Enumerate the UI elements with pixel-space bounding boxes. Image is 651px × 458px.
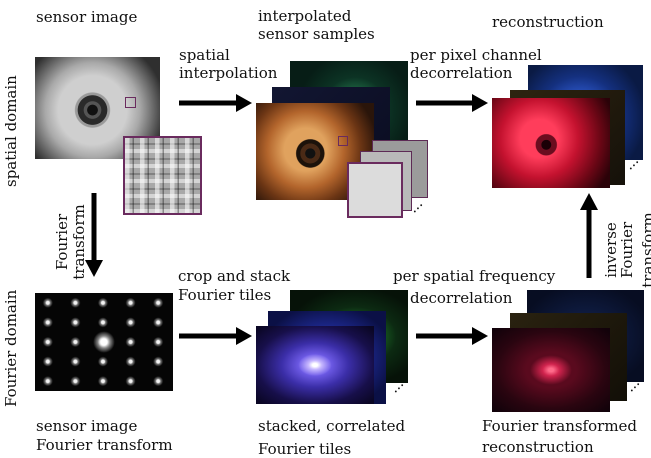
sensor-mosaic-zoom xyxy=(123,136,202,215)
label-stacked-1: stacked, correlated xyxy=(258,417,406,435)
arrowhead-inverse-fourier-transform xyxy=(580,193,598,210)
label-spatial-interp-2: interpolation xyxy=(179,64,278,82)
reconstruction-tile-red xyxy=(492,98,610,188)
label-reconstruction-top: reconstruction xyxy=(492,13,604,31)
label-ft-recon-1: Fourier transformed xyxy=(482,417,638,435)
arrowhead-crop-and-stack xyxy=(236,327,252,345)
label-per-pixel-1: per pixel channel xyxy=(410,46,542,64)
arrowhead-spatial-interpolation xyxy=(236,94,252,112)
arrowhead-fourier-transform xyxy=(85,260,103,277)
label-sensor-fft-1: sensor image xyxy=(36,417,138,435)
interpolated-zoom-tile-1 xyxy=(347,162,403,218)
label-sensor-image-top: sensor image xyxy=(36,8,138,26)
label-per-freq-2: decorrelation xyxy=(410,289,513,307)
arrowhead-per-frequency-decorrelation xyxy=(472,327,488,345)
zoom-marker xyxy=(338,136,348,146)
label-interpolated-2: sensor samples xyxy=(258,25,375,43)
label-stacked-2: Fourier tiles xyxy=(258,440,352,458)
label-per-pixel-2: decorrelation xyxy=(410,64,513,82)
label-interpolated-1: interpolated xyxy=(258,7,352,25)
dc-peak xyxy=(93,331,115,353)
label-sensor-fft-2: Fourier transform xyxy=(36,436,173,454)
label-spatial-interp-1: spatial xyxy=(179,46,230,64)
label-ft-recon-2: reconstruction xyxy=(482,438,594,456)
zoom-marker xyxy=(125,97,136,108)
fourier-tile-purple xyxy=(256,326,374,404)
label-crop-stack-2: Fourier tiles xyxy=(178,286,272,304)
label-per-freq-1: per spatial frequency xyxy=(393,267,556,285)
arrowhead-per-pixel-decorrelation xyxy=(472,94,488,112)
label-crop-stack-1: crop and stack xyxy=(178,267,291,285)
sensor-fourier-transform-image xyxy=(35,293,173,391)
fourier-recon-tile-red xyxy=(492,328,610,412)
